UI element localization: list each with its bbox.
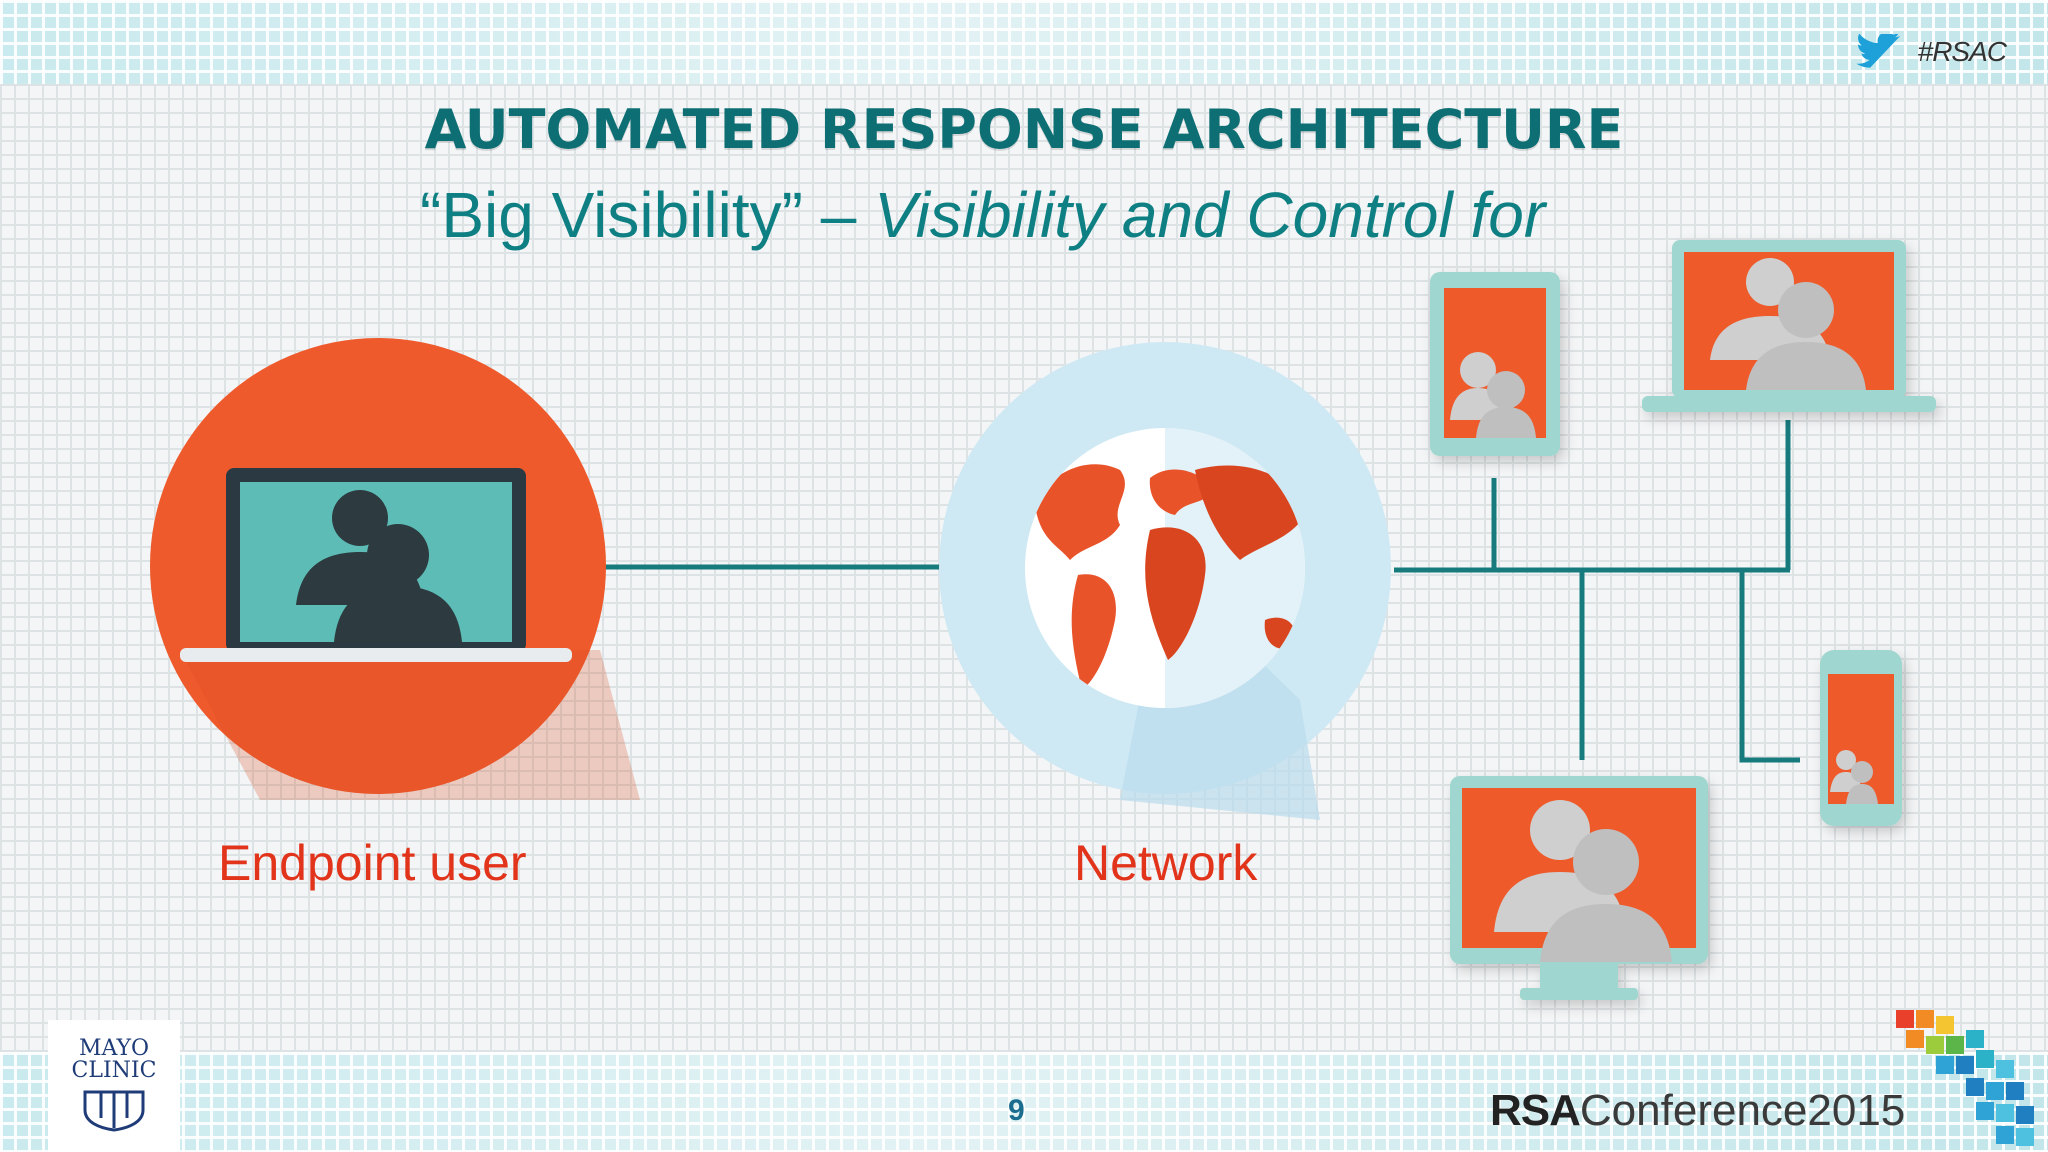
mayo-clinic-logo-text: MAYO CLINIC: [71, 1036, 157, 1083]
rsa-brand: RSA: [1490, 1086, 1581, 1135]
phone-drop-line: [1739, 570, 1800, 763]
mayo-clinic-logo: MAYO CLINIC: [48, 1020, 180, 1152]
subtitle-plain: “Big Visibility” –: [420, 179, 875, 251]
laptop-icon: [180, 468, 572, 662]
network-node: [939, 342, 1391, 820]
hashtag-text: #RSAC: [1917, 36, 2007, 67]
top-pattern-band: [0, 0, 2048, 84]
phone-icon: [1820, 650, 1902, 826]
mayo-shield-icon: [83, 1090, 145, 1132]
endpoint-node: [150, 338, 640, 800]
bottom-pattern-band: [0, 1052, 2048, 1152]
tablet-icon: [1430, 272, 1560, 456]
network-label: Network: [1074, 835, 1258, 891]
mosaic-logo-icon: [1896, 1010, 2034, 1146]
conference-name: Conference2015: [1579, 1086, 1906, 1135]
monitor-icon: [1450, 776, 1708, 1000]
page-number: 9: [1008, 1094, 1025, 1127]
subtitle-italic: Visibility and Control for: [874, 179, 1546, 251]
laptop-device-icon: [1642, 240, 1936, 412]
twitter-icon: [1855, 34, 1900, 68]
connector-lines: [605, 420, 1800, 763]
globe-icon: [1025, 428, 1305, 708]
rsa-conference-logo: RSAConference2015: [1490, 1086, 1905, 1136]
hashtag-block: #RSAC: [1855, 34, 2007, 70]
slide-subtitle: “Big Visibility” – Visibility and Contro…: [420, 178, 1545, 252]
slide-title: AUTOMATED RESPONSE ARCHITECTURE: [424, 98, 1624, 161]
endpoint-user-label: Endpoint user: [218, 835, 527, 891]
